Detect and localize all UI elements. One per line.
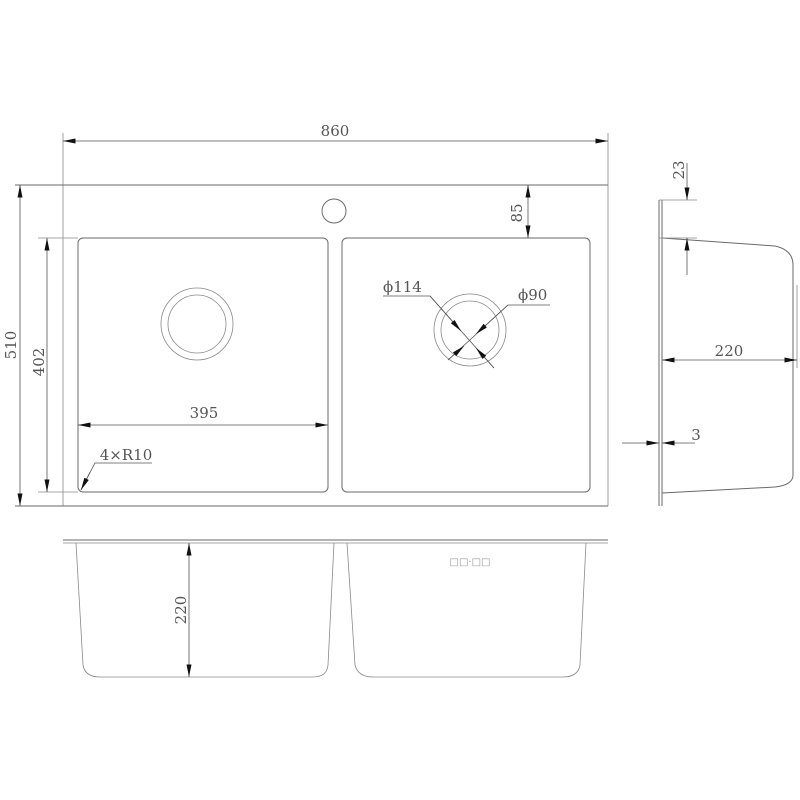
side-view: 23 220 3 <box>622 160 798 506</box>
leader-arrow <box>429 295 462 332</box>
dimension-back-margin: 85 <box>508 203 526 222</box>
leader-arrow <box>475 304 509 335</box>
dimension-overall-width: 860 <box>321 122 350 140</box>
right-drain-inner <box>440 300 500 360</box>
dimension-bowl-width: 395 <box>190 404 219 422</box>
dimension-overall-depth: 510 <box>2 331 20 360</box>
dimension-front-depth: 220 <box>172 596 190 625</box>
product-marking: □□·□□ <box>450 557 491 568</box>
dimension-thickness: 3 <box>691 426 701 444</box>
leader-drain-outer <box>383 295 495 369</box>
top-view: 860 510 402 395 4×R10 85 ϕ114 ϕ90 <box>2 122 609 507</box>
dimension-corner-radius: 4×R10 <box>100 446 153 464</box>
left-bowl-outline <box>77 237 329 493</box>
right-bowl-outline <box>341 237 591 493</box>
left-bowl-profile <box>75 542 335 678</box>
leader-arrow <box>80 471 91 491</box>
leader-arrow <box>447 345 465 361</box>
bowl-profile <box>661 237 794 494</box>
dimension-bowl-depth: 402 <box>30 348 48 377</box>
dimension-drain-inner: ϕ90 <box>518 286 547 304</box>
dimension-drain-outer: ϕ114 <box>383 278 422 296</box>
faucet-hole <box>321 198 347 224</box>
dimension-side-depth: 220 <box>715 342 744 360</box>
right-drain-outer <box>433 293 507 367</box>
left-drain-inner <box>167 294 227 354</box>
dimension-flange-offset: 23 <box>670 160 688 179</box>
front-view: 220 □□·□□ <box>63 539 608 678</box>
left-drain-outer <box>160 287 234 361</box>
right-bowl-profile <box>346 542 587 678</box>
leader-arrow <box>475 347 495 369</box>
leader-corner-radius <box>80 462 152 491</box>
